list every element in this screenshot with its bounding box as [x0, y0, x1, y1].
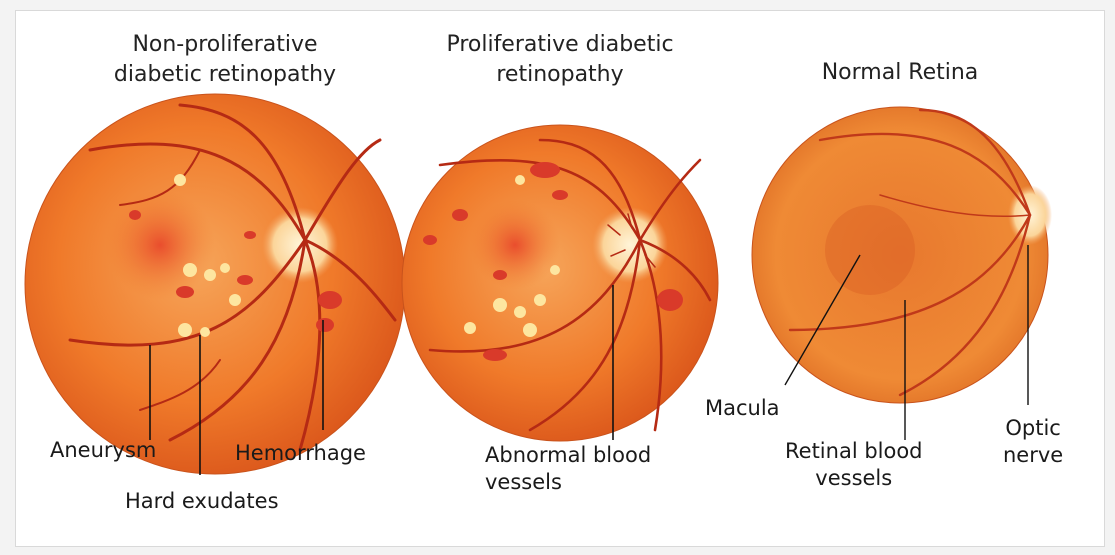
retina-eye-1 — [25, 94, 405, 475]
title-normal-retina: Normal Retina — [770, 58, 1030, 88]
retina-eye-2 — [402, 125, 718, 441]
label-abnormal-vessels: Abnormal blood vessels — [485, 442, 651, 496]
label-aneurysm: Aneurysm — [50, 437, 156, 464]
label-hard-exudates: Hard exudates — [125, 488, 279, 515]
title-proliferative: Proliferative diabetic retinopathy — [410, 30, 710, 90]
label-optic-nerve: Optic nerve — [1003, 415, 1063, 469]
label-retinal-vessels: Retinal blood vessels — [785, 438, 923, 492]
title-non-proliferative: Non-proliferative diabetic retinopathy — [75, 30, 375, 90]
label-hemorrhage: Hemorrhage — [235, 440, 366, 467]
label-macula: Macula — [705, 395, 780, 422]
retina-eye-3 — [752, 107, 1052, 440]
